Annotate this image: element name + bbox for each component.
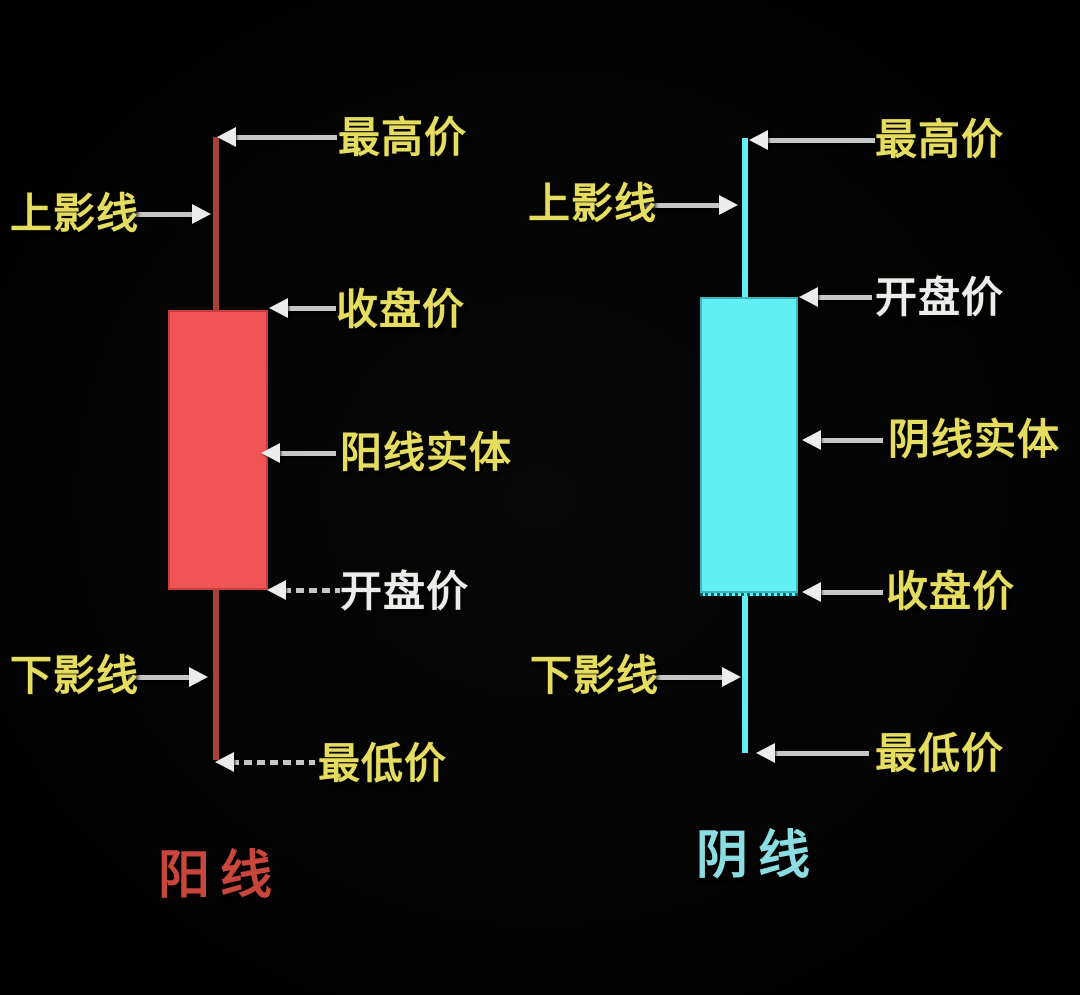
arrow-shaft <box>648 675 725 680</box>
yin-open-price-label: 开盘价 <box>875 274 1005 321</box>
arrow-head-icon <box>192 204 211 224</box>
arrow-shaft <box>283 588 340 593</box>
arrow-shaft <box>818 590 883 595</box>
yin-lowest-price-label: 最低价 <box>875 730 1005 777</box>
yang-highest-price-label: 最高价 <box>338 114 468 161</box>
yin-upper-shadow-label: 上影线 <box>528 180 658 227</box>
arrow-shaft <box>643 203 722 208</box>
yang-close-price-label: 收盘价 <box>336 286 466 333</box>
yin-close-price-label: 收盘价 <box>886 568 1016 615</box>
yin-lower-shadow-label: 下影线 <box>530 652 660 699</box>
arrow-head-icon <box>799 287 818 307</box>
yin-candle-title: 阴线 <box>696 827 821 885</box>
arrow-head-icon <box>269 298 288 318</box>
arrow-head-icon <box>215 752 234 772</box>
yin-candle-body <box>700 297 798 596</box>
arrow-shaft <box>815 295 872 300</box>
arrow-head-icon <box>217 127 236 147</box>
arrow-head-icon <box>756 743 775 763</box>
arrow-shaft <box>818 438 883 443</box>
yang-lower-shadow-label: 下影线 <box>10 652 140 699</box>
arrow-shaft <box>125 212 195 217</box>
arrow-head-icon <box>802 582 821 602</box>
arrow-head-icon <box>267 580 286 600</box>
yang-open-price-label: 开盘价 <box>340 568 470 615</box>
arrow-head-icon <box>722 667 741 687</box>
arrow-shaft <box>233 135 337 140</box>
arrow-shaft <box>285 306 336 311</box>
arrow-shaft <box>231 760 315 765</box>
yin-highest-price-label: 最高价 <box>875 116 1005 163</box>
arrow-head-icon <box>802 430 821 450</box>
yang-body-label: 阳线实体 <box>340 429 513 476</box>
yin-body-label: 阴线实体 <box>888 416 1061 463</box>
yang-candle-body <box>168 310 268 590</box>
yang-lowest-price-label: 最低价 <box>318 740 448 787</box>
arrow-shaft <box>772 751 869 756</box>
arrow-head-icon <box>719 195 738 215</box>
arrow-shaft <box>128 675 192 680</box>
arrow-shaft <box>765 138 875 143</box>
yang-candle-title: 阳线 <box>158 847 283 905</box>
arrow-shaft <box>277 451 336 456</box>
yang-upper-shadow-label: 上影线 <box>10 190 140 237</box>
arrow-head-icon <box>261 443 280 463</box>
arrow-head-icon <box>749 130 768 150</box>
arrow-head-icon <box>189 667 208 687</box>
